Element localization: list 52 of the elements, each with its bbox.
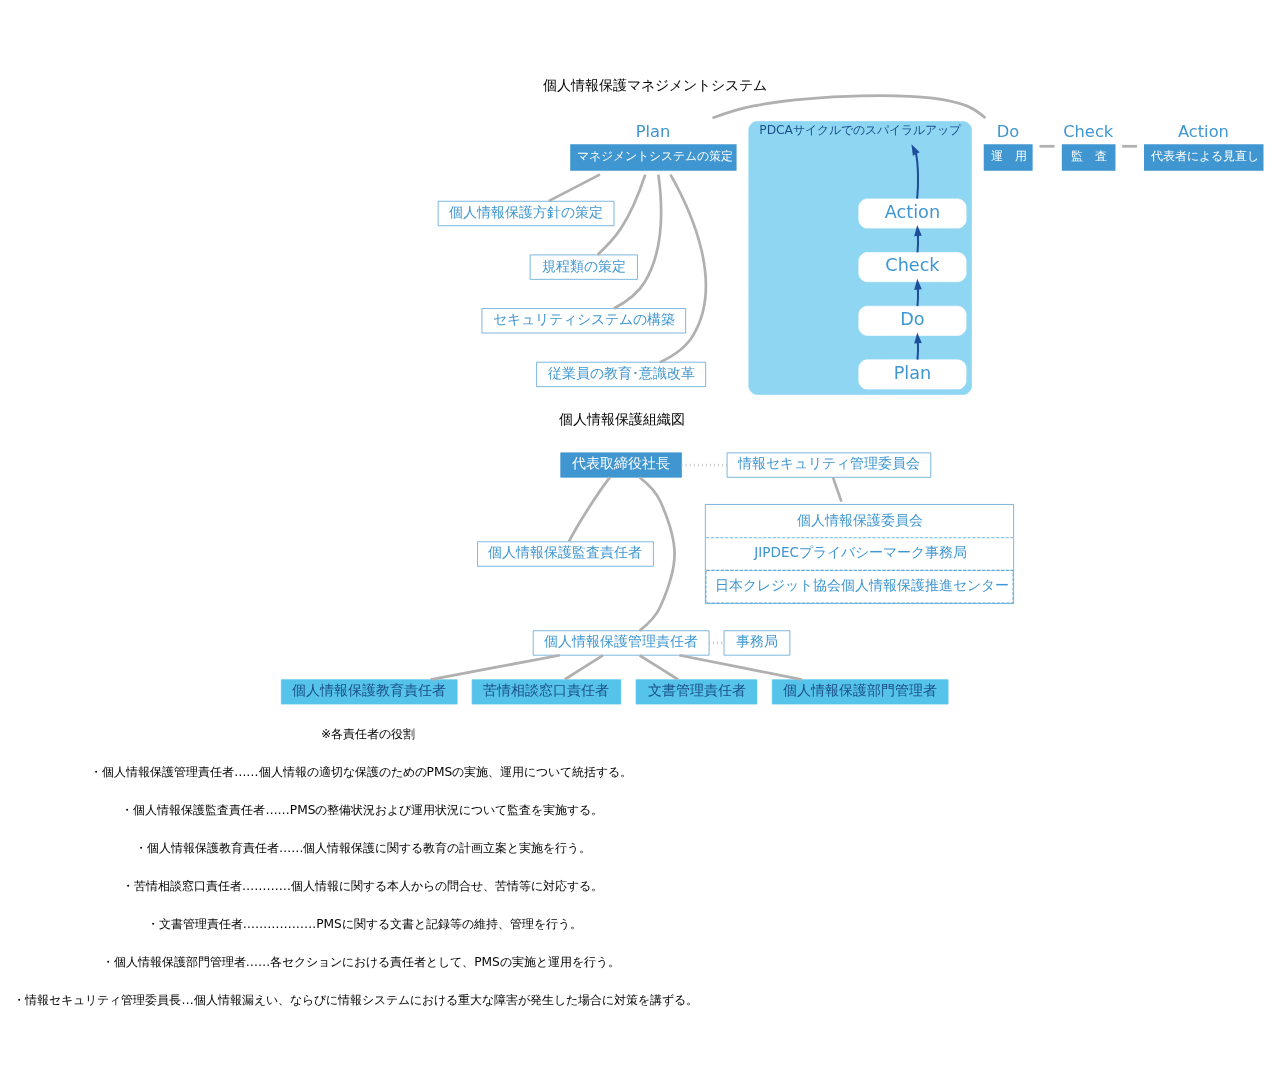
label: ・個人情報保護部門管理者……各セクションにおける責任者として、PMSの実施と運用を行う。	[101, 955, 620, 970]
node-box: Check	[858, 252, 967, 283]
node-label: Action	[1177, 121, 1229, 141]
label: ・苦情相談窓口責任者…………個人情報に関する本人からの問合せ、苦情等に対応する。	[122, 879, 603, 894]
node-box: 苦情相談窓口責任者	[471, 679, 622, 705]
node-box: 個人情報保護管理責任者	[532, 630, 710, 656]
node-box: 個人情報保護教育責任者	[280, 679, 458, 705]
connector	[679, 653, 803, 681]
node-box: Plan	[858, 359, 967, 390]
node-box: 個人情報保護部門管理者	[771, 679, 949, 705]
label: 個人情報保護マネジメントシステム	[542, 76, 767, 93]
connector	[596, 174, 647, 256]
connector	[430, 653, 561, 681]
connector	[638, 654, 679, 681]
arrow	[914, 332, 922, 360]
node-box: 代表取締役社長	[560, 452, 682, 478]
connector	[567, 476, 611, 543]
node-label: Plan	[635, 121, 671, 141]
label: ・個人情報保護教育責任者……個人情報保護に関する教育の計画立案と実施を行う。	[134, 841, 592, 856]
node-box: 個人情報保護監査責任者	[477, 541, 654, 567]
node-box: 個人情報保護方針の策定	[437, 200, 615, 227]
node-box: 従業員の教育･意識改革	[536, 361, 707, 387]
connector	[638, 476, 676, 632]
connector	[613, 174, 663, 310]
connector	[548, 173, 601, 203]
node-box: Do	[858, 305, 967, 336]
arrow	[911, 144, 920, 199]
label: ※各責任者の役割	[321, 727, 416, 742]
connector	[1039, 144, 1055, 148]
node-box: 代表者による見直し	[1144, 144, 1264, 171]
label: ・文書管理責任者………………PMSに関する文書と記録等の維持、管理を行う。	[146, 917, 582, 932]
node-box: 運 用	[983, 144, 1033, 171]
node-label: Do	[996, 121, 1020, 141]
arrow	[914, 225, 922, 253]
node-box: マネジメントシステムの策定	[570, 144, 737, 171]
node-label: Check	[1063, 121, 1114, 141]
node-box: Action	[858, 198, 967, 229]
connector	[1122, 144, 1138, 148]
label: ・個人情報保護監査責任者……PMSの整備状況および運用状況について監査を実施する。	[121, 803, 604, 818]
label: 個人情報保護組織図	[559, 411, 686, 428]
node-box: 監 査	[1061, 144, 1116, 171]
connector	[831, 476, 843, 503]
label: ・情報セキュリティ管理委員長…個人情報漏えい、ならびに情報システムにおける重大な障害が発生した場合に対策を講ずる。	[13, 993, 698, 1008]
node-box: 情報セキュリティ管理委員会	[726, 452, 932, 478]
node-box: セキュリティシステムの構築	[481, 308, 686, 334]
node-box: 事務局	[723, 630, 791, 656]
label: ・個人情報保護管理責任者……個人情報の適切な保護のためのPMSの実施、運用について統括する。	[90, 765, 633, 780]
node-box: 規程類の策定	[529, 254, 638, 280]
node-box: 文書管理責任者	[635, 679, 758, 705]
connector	[659, 173, 708, 364]
connector	[712, 94, 987, 120]
arrow	[914, 278, 922, 307]
